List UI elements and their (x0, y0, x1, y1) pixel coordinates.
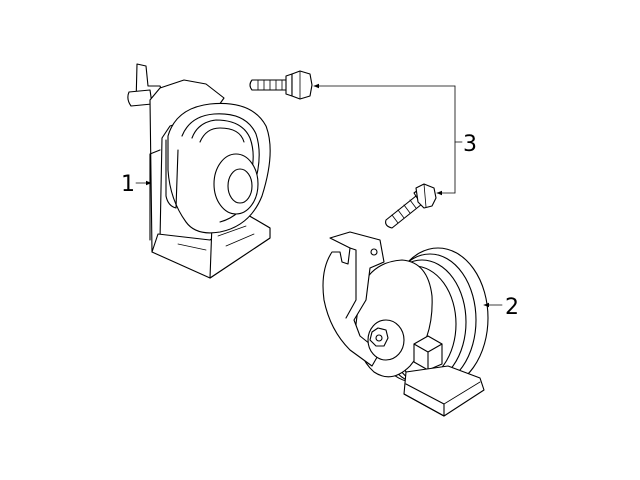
callout-2-label: 2 (505, 295, 519, 320)
callout-1-label: 1 (121, 172, 135, 197)
callout-1: 1 (121, 172, 152, 197)
horn-1-illustration (127, 63, 271, 279)
callout-3-label: 3 (463, 132, 477, 157)
callout-3: 3 (313, 83, 477, 196)
bolt-upper (249, 70, 313, 100)
bolt-lower (385, 183, 437, 229)
horn-2-illustration (322, 231, 489, 417)
callout-2: 2 (483, 295, 519, 320)
